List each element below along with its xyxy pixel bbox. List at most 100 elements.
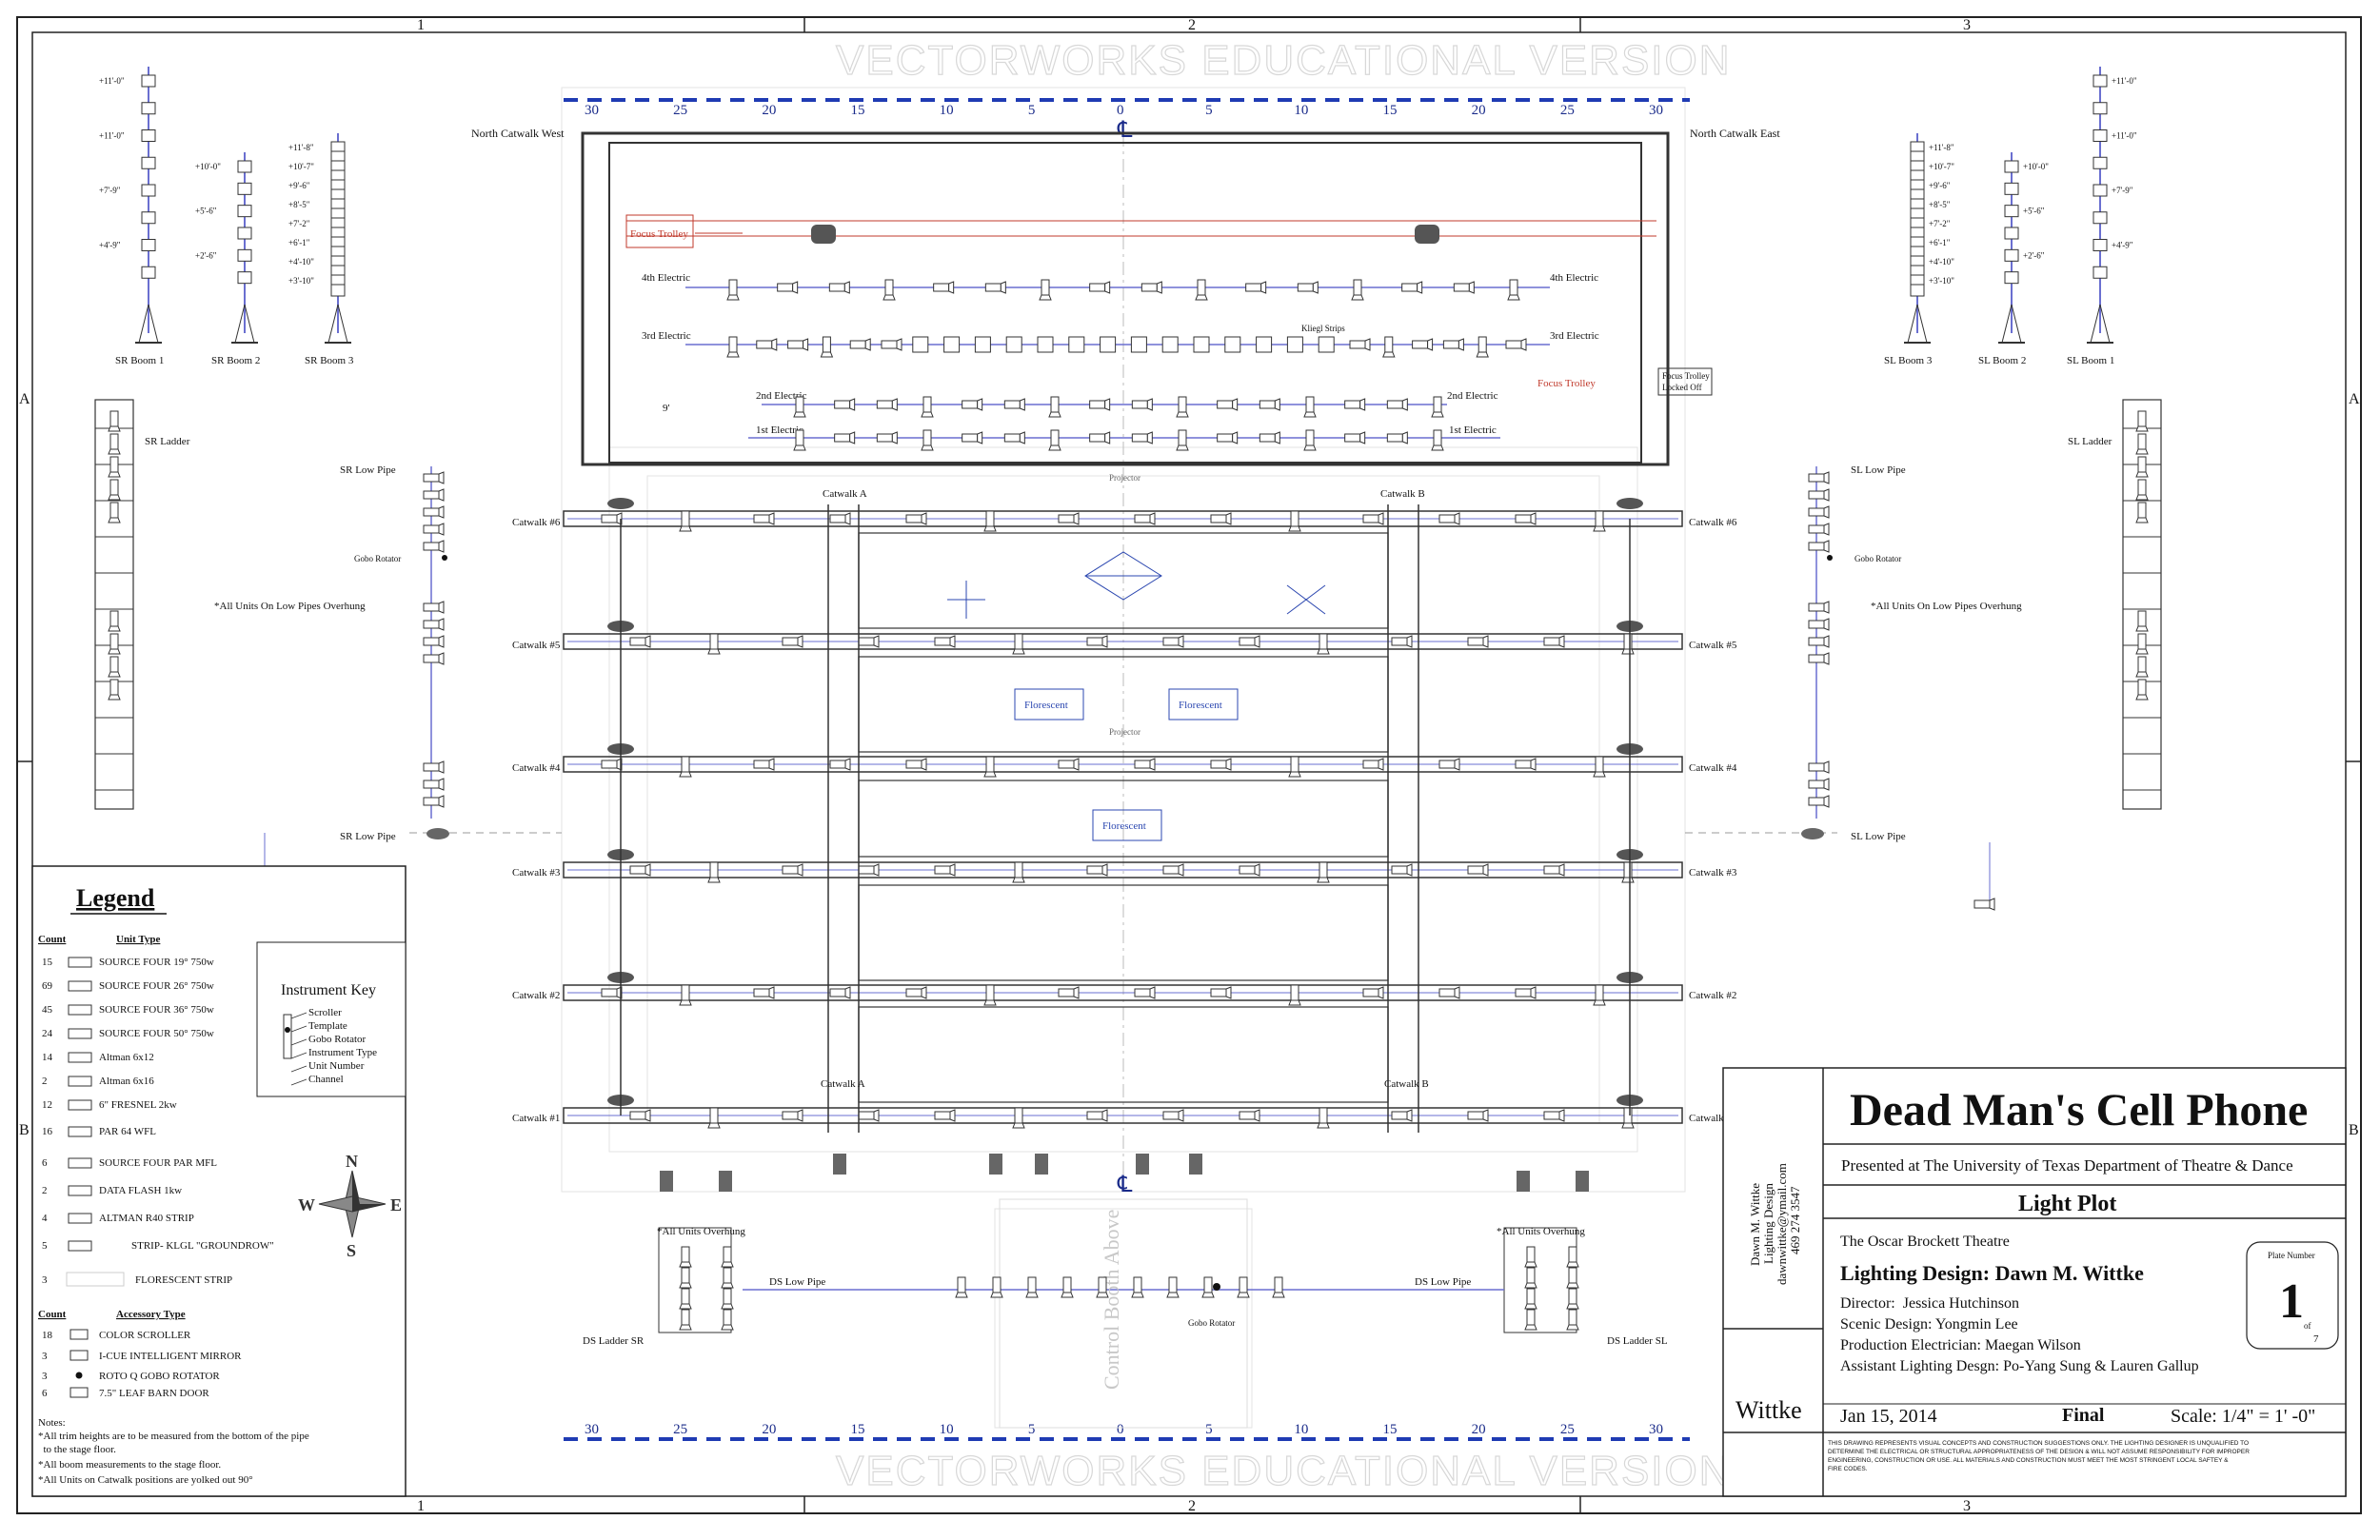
fixture-body (962, 433, 979, 443)
lighting-fixture (990, 1276, 1003, 1298)
kliegl-cell (1224, 336, 1241, 353)
catwalk-b-bottom-label: Catwalk B (1384, 1078, 1429, 1090)
fixture-lens (1593, 999, 1606, 1006)
lighting-fixture (1288, 984, 1301, 1006)
fixture-body (1086, 637, 1103, 646)
fixture-body (1808, 542, 1825, 551)
boom-fixture (2004, 182, 2019, 195)
fixture-body (1089, 400, 1106, 409)
fixture-body (1543, 637, 1560, 646)
lighting-fixture (1808, 635, 1830, 648)
fixture-body (984, 283, 1002, 292)
fixture-body (876, 400, 893, 409)
sl-all-units-overhung: *All Units Overhung (1497, 1226, 1585, 1237)
boom-fixture (2004, 227, 2019, 240)
lighting-fixture (1808, 652, 1830, 665)
lighting-fixture (1808, 618, 1830, 631)
fixture-lens (438, 488, 445, 502)
fixture-lens (1530, 986, 1537, 999)
fixture-lens (1378, 986, 1384, 999)
ruler-mark-bottom: 20 (762, 1422, 776, 1437)
catwalk-2-right-label: Catwalk #2 (1689, 990, 1736, 1001)
fixture-lens (1378, 512, 1384, 525)
fixture-lens (1351, 294, 1364, 301)
fixture-body (1442, 340, 1459, 349)
lighting-fixture (1808, 523, 1830, 536)
sl-overhung-note: *All Units On Low Pipes Overhung (1871, 601, 2022, 612)
compass-rose (318, 1170, 387, 1238)
fixture-body (709, 1107, 719, 1124)
lighting-fixture (1382, 336, 1396, 358)
disclaimer-3: ENGINEERING, CONSTRUCTION OR USE. ALL MA… (1828, 1457, 2229, 1464)
fixture-lens (438, 778, 445, 791)
fixture-lens (2135, 425, 2149, 432)
fixture-body (1290, 756, 1299, 773)
sl-ladder-label: SL Ladder (2068, 436, 2112, 447)
fixture-body (629, 865, 646, 875)
fixture-lens (1104, 398, 1111, 411)
fixture-lens (820, 351, 834, 358)
lighting-fixture (707, 861, 721, 883)
fixture-lens (921, 411, 934, 418)
fixture-body (1168, 1276, 1178, 1293)
fixture-lens (873, 863, 880, 877)
projector-label-2: Projector (1109, 727, 1140, 737)
kliegl-cell (1318, 336, 1335, 353)
fixture-lens (1401, 398, 1408, 411)
catwalk-bay (858, 1006, 1389, 1103)
legend-accessory-type: ROTO Q GOBO ROTATOR (99, 1371, 220, 1382)
fixture-lens (1524, 1261, 1537, 1268)
fixture-body (1808, 654, 1825, 663)
catwalk-a-top-label: Catwalk A (823, 488, 867, 500)
kliegl-strips-label: Kliegl Strips (1301, 324, 1345, 333)
lighting-fixture (1058, 512, 1080, 525)
legend-unit-symbol (68, 1185, 92, 1196)
fixture-body (822, 336, 831, 353)
lighting-fixture (1808, 778, 1830, 791)
lighting-fixture (1524, 1288, 1537, 1310)
fixture-body (423, 620, 440, 629)
side-positions (94, 399, 2162, 911)
fixture-lens (1317, 877, 1330, 883)
lighting-fixture (1012, 861, 1025, 883)
fixture-body (756, 340, 773, 349)
fixture-lens (2135, 471, 2149, 478)
fixture-lens (1823, 652, 1830, 665)
fixture-lens (1417, 281, 1423, 294)
title-block (1722, 1067, 2347, 1497)
fixture-body (2137, 502, 2147, 519)
fixture-body (1058, 760, 1075, 769)
compass-w: W (298, 1195, 315, 1214)
fixture-body (829, 988, 846, 997)
fixture-body (423, 490, 440, 500)
boom-name-label: SR Boom 2 (211, 355, 260, 366)
fixture-lens (844, 986, 851, 999)
boom-height-label: +4'-9" (99, 241, 121, 250)
ruler-mark-bottom: 0 (1117, 1422, 1124, 1437)
lighting-fixture (1003, 398, 1025, 411)
ruler-mark-top: 20 (1472, 103, 1486, 118)
fixture-body (1467, 637, 1484, 646)
fixture-lens (707, 648, 721, 655)
catwalk-walkway (563, 1107, 1683, 1124)
fixture-lens (1454, 986, 1460, 999)
legend-unit-count: 69 (42, 980, 53, 992)
lighting-fixture (1808, 795, 1830, 808)
lighting-fixture (1195, 279, 1208, 301)
lighting-fixture (1566, 1309, 1579, 1331)
fixture-body (795, 429, 804, 446)
fixture-body (109, 679, 119, 696)
watermark-bottom: VECTORWORKS EDUCATIONAL VERSION (836, 1448, 1732, 1494)
elec3-left-label: 3rd Electric (642, 330, 691, 342)
legend-notes-title: Notes: (38, 1417, 66, 1429)
fixture-lens (983, 999, 997, 1006)
lighting-fixture (782, 635, 803, 648)
fixture-body (876, 433, 893, 443)
fixture-lens (771, 338, 778, 351)
fixture-body (782, 1111, 799, 1120)
legend-note-4: *All Units on Catwalk positions are yolk… (38, 1474, 253, 1486)
fixture-body (782, 637, 799, 646)
lighting-fixture (726, 279, 740, 301)
lighting-fixture (858, 1109, 880, 1122)
